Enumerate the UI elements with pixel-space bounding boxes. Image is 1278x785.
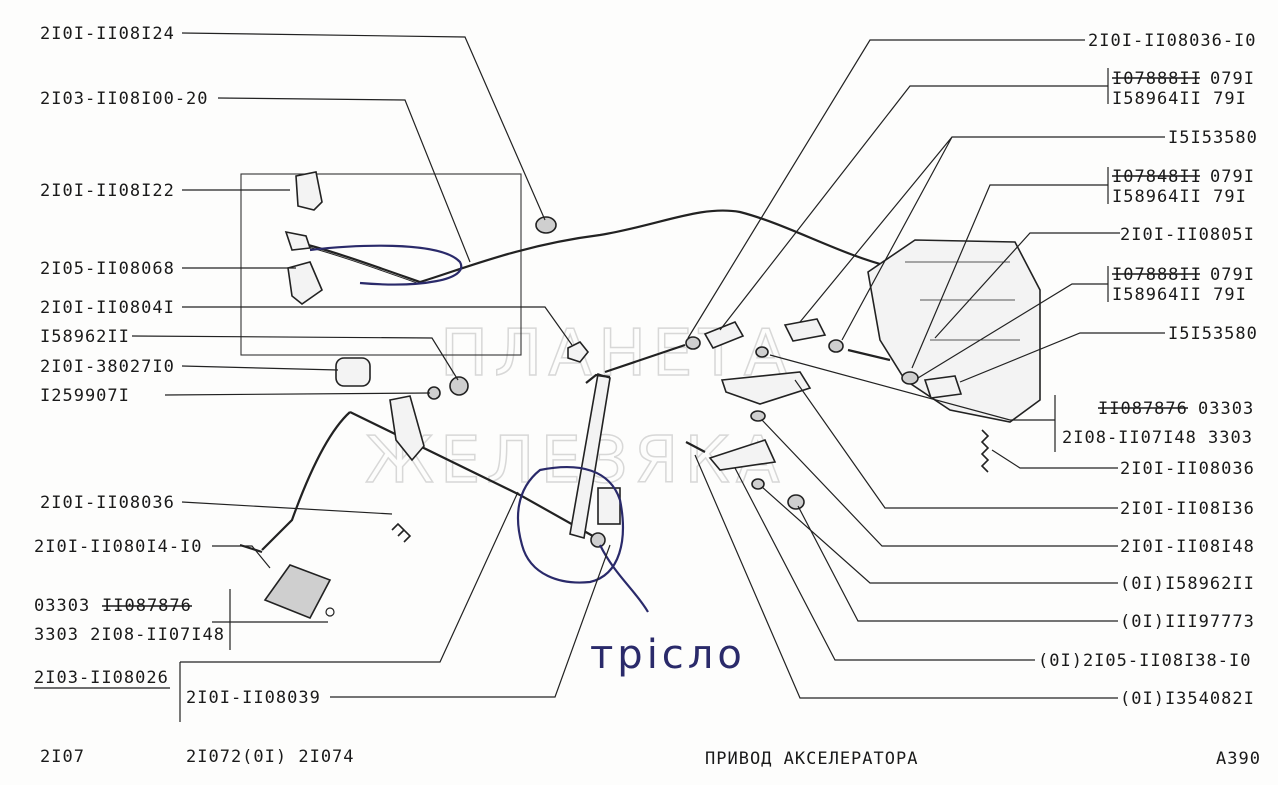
cable-clip xyxy=(295,171,323,211)
label-r11: 2I0I-II08I48 xyxy=(1120,537,1255,557)
lever-pivot xyxy=(590,532,606,548)
label-l9: 2I0I-II08036 xyxy=(40,493,175,513)
footer-title: ПРИВОД АКСЕЛЕРАТОРА xyxy=(705,749,918,769)
label-r8a-struck: II087876 xyxy=(1098,399,1188,419)
label-l7: 2I0I-38027I0 xyxy=(40,357,175,377)
label-r6b: I58964II 79I xyxy=(1112,285,1247,305)
label-r1: 2I0I-II08036-I0 xyxy=(1088,31,1257,51)
cable-bracket xyxy=(287,261,323,305)
nut-right xyxy=(828,339,844,353)
footer-variants: 2I072(0I) 2I074 xyxy=(186,747,355,767)
pedal-pad xyxy=(263,564,332,620)
grommet xyxy=(535,216,557,234)
nut-left xyxy=(449,376,469,396)
shaft-bracket xyxy=(389,395,425,462)
handwritten-note: трісло xyxy=(590,632,746,678)
carb-socket xyxy=(923,375,963,399)
label-l4: 2I05-II08068 xyxy=(40,259,175,279)
small-pin xyxy=(685,441,706,453)
label-r14: (0I)2I05-II08I38-I0 xyxy=(1038,651,1251,671)
label-r8b: 2I08-II07I48 3303 xyxy=(1062,428,1253,448)
label-r4a: 079I xyxy=(1210,167,1255,187)
label-l8: I259907I xyxy=(40,386,130,406)
bush xyxy=(750,410,766,422)
nut-lower xyxy=(787,494,805,510)
label-r3: I5I53580 xyxy=(1168,128,1258,148)
label-group-row1-a: 03303 xyxy=(34,596,90,616)
pin-clip xyxy=(567,340,590,363)
handwritten-circle xyxy=(516,466,624,584)
label-r6a: 079I xyxy=(1210,265,1255,285)
label-r10: 2I0I-II08I36 xyxy=(1120,499,1255,519)
lever-hook xyxy=(585,373,611,384)
handwritten-arrow xyxy=(599,544,649,613)
label-r8a: 03303 xyxy=(1198,399,1254,419)
bump-stop xyxy=(335,357,371,387)
label-r2a-struck: I07888II xyxy=(1112,69,1202,89)
label-l5: 2I0I-II0804I xyxy=(40,298,175,318)
label-group-main: 2I03-II08026 xyxy=(34,668,169,688)
label-r6a-struck: I07888II xyxy=(1112,265,1202,285)
leader-lines xyxy=(131,32,1165,722)
label-l1: 2I0I-II08I24 xyxy=(40,24,175,44)
return-spring-right xyxy=(980,429,990,473)
label-l6: I58962II xyxy=(40,327,130,347)
accelerator-cable xyxy=(299,209,896,284)
label-r4b: I58964II 79I xyxy=(1112,187,1247,207)
footer-model: 2I07 xyxy=(40,747,85,767)
carb-nut xyxy=(901,371,919,385)
label-r5: 2I0I-II0805I xyxy=(1120,225,1255,245)
watermark-line2: ЖЕЛЕЗЯКА xyxy=(365,424,786,498)
footer-page: А390 xyxy=(1216,749,1261,769)
label-r4a-struck: I07848II xyxy=(1112,167,1202,187)
pedal-arm xyxy=(261,411,351,551)
label-r12: (0I)I58962II xyxy=(1120,574,1255,594)
label-l2: 2I03-II08I00-20 xyxy=(40,89,209,109)
pad-clip xyxy=(325,607,335,617)
label-group-row2: 3303 2I08-II07I48 xyxy=(34,625,225,645)
label-l3: 2I0I-II08I22 xyxy=(40,181,175,201)
label-group-sub: 2I0I-II08039 xyxy=(186,688,321,708)
label-r2b: I58964II 79I xyxy=(1112,89,1247,109)
label-r2a: 079I xyxy=(1210,69,1255,89)
label-r7: I5I53580 xyxy=(1168,324,1258,344)
label-r15: (0I)I354082I xyxy=(1120,689,1255,709)
label-r9: 2I0I-II08036 xyxy=(1120,459,1255,479)
label-r13: (0I)III97773 xyxy=(1120,612,1255,632)
rod-end-left xyxy=(685,336,701,350)
cable-tip xyxy=(284,230,312,251)
link-stud xyxy=(847,348,891,362)
lever-bracket-right xyxy=(708,439,777,471)
return-spring-left xyxy=(391,522,412,543)
ball-socket-2 xyxy=(783,318,827,342)
ball-socket-1 xyxy=(703,320,745,350)
cable-sheath xyxy=(299,244,421,285)
washer-right xyxy=(755,346,769,358)
throttle-rod xyxy=(604,343,686,374)
handwritten-scribble xyxy=(309,244,463,286)
washer-lower xyxy=(751,478,765,490)
label-l10: 2I0I-II080I4-I0 xyxy=(34,537,203,557)
intermediate-lever xyxy=(720,371,812,405)
inset-frame xyxy=(240,173,522,356)
